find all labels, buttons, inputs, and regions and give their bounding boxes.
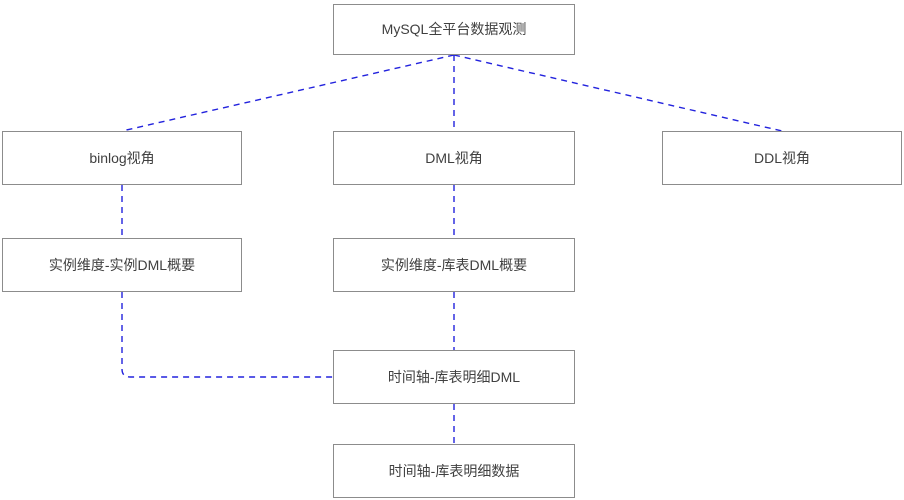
node-label-timeline-table-data: 时间轴-库表明细数据 <box>388 462 520 479</box>
node-label-binlog-view: binlog视角 <box>89 149 155 166</box>
edge-root-to-binlog <box>121 54 455 132</box>
node-ddl-view[interactable]: DDL视角 <box>662 131 902 185</box>
node-label-root: MySQL全平台数据观测 <box>381 21 527 38</box>
node-table-dml-summary[interactable]: 实例维度-库表DML概要 <box>333 238 575 292</box>
node-label-ddl-view: DDL视角 <box>753 149 810 166</box>
node-label-instance-dml-summary: 实例维度-实例DML概要 <box>48 256 196 273</box>
node-timeline-table-dml[interactable]: 时间轴-库表明细DML <box>333 350 575 404</box>
edge-root-to-ddl <box>453 54 783 132</box>
node-timeline-table-data[interactable]: 时间轴-库表明细数据 <box>333 444 575 498</box>
node-label-timeline-table-dml: 时间轴-库表明细DML <box>387 368 521 385</box>
node-instance-dml-summary[interactable]: 实例维度-实例DML概要 <box>2 238 242 292</box>
node-dml-view[interactable]: DML视角 <box>333 131 575 185</box>
node-label-table-dml-summary: 实例维度-库表DML概要 <box>380 256 528 273</box>
edge-instance-summary-to-timeline <box>121 292 333 378</box>
node-label-dml-view: DML视角 <box>425 149 483 166</box>
node-root[interactable]: MySQL全平台数据观测 <box>333 4 575 55</box>
node-binlog-view[interactable]: binlog视角 <box>2 131 242 185</box>
